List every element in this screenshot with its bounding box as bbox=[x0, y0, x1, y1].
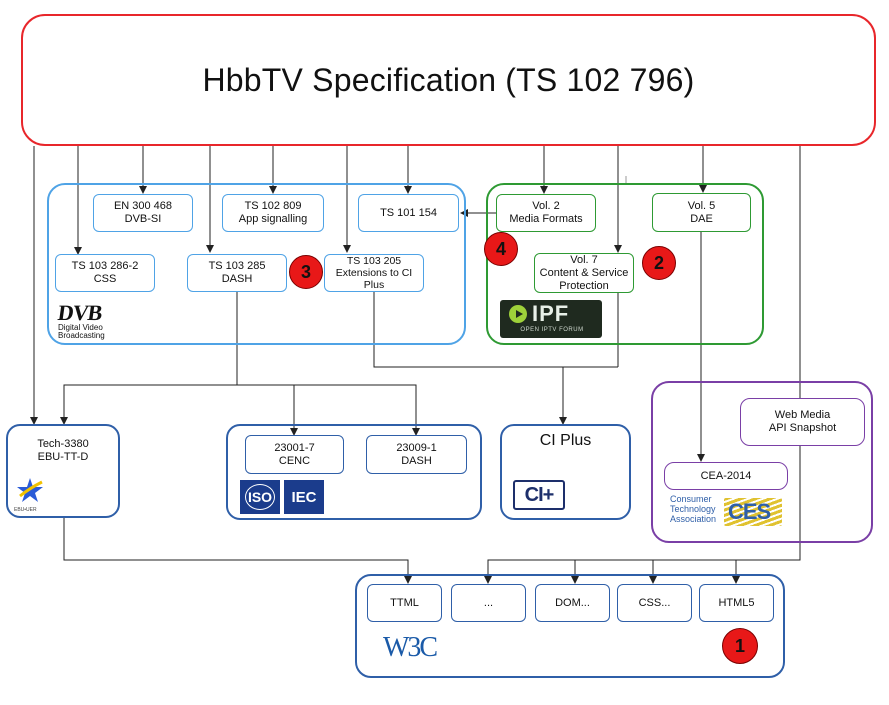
hbbtv-spec-box: HbbTV Specification (TS 102 796) bbox=[21, 14, 876, 146]
dvb-logo: DVB Digital Video Broadcasting bbox=[56, 300, 118, 342]
ts-102-809-box: TS 102 809 App signalling bbox=[222, 194, 324, 232]
cta-logo-ces: CES bbox=[728, 499, 771, 524]
iso-iec-group bbox=[226, 424, 482, 520]
badge-3: 3 bbox=[289, 255, 323, 289]
dvb-logo-line1: Digital Video bbox=[58, 323, 103, 332]
dvb-logo-line2: Broadcasting bbox=[58, 331, 105, 340]
cta-logo-line3: Association bbox=[670, 514, 717, 524]
ebu-group bbox=[6, 424, 120, 518]
ts-103-286-box: TS 103 286-2 CSS bbox=[55, 254, 155, 292]
oipf-logo-sub: OPEN IPTV FORUM bbox=[520, 327, 584, 333]
hbbtv-spec-title: HbbTV Specification (TS 102 796) bbox=[202, 61, 695, 98]
cta-logo-line1: Consumer bbox=[670, 494, 712, 504]
ci-plus-group bbox=[500, 424, 631, 520]
ebu-tech-3380-label: Tech-3380 EBU-TT-D bbox=[37, 438, 89, 463]
oipf-group bbox=[486, 183, 764, 345]
ts-101-154-box: TS 101 154 bbox=[358, 194, 459, 232]
oipf-logo: IPF OPEN IPTV FORUM bbox=[500, 300, 602, 338]
cta-group bbox=[651, 381, 873, 543]
web-media-api-box: Web Media API Snapshot bbox=[740, 398, 865, 446]
badge-4: 4 bbox=[484, 232, 518, 266]
w3c-dom-box: DOM... bbox=[535, 584, 610, 622]
ci-plus-title: CI Plus bbox=[539, 432, 592, 449]
iec-logo-text: IEC bbox=[291, 488, 317, 506]
w3c-ttml-box: TTML bbox=[367, 584, 442, 622]
w3c-logo-text: W3C bbox=[383, 632, 438, 663]
badge-2: 2 bbox=[642, 246, 676, 280]
w3c-logo: W3C bbox=[383, 632, 438, 664]
en-300-468-box: EN 300 468 DVB-SI bbox=[93, 194, 193, 232]
iso-23009-1-box: 23009-1 DASH bbox=[366, 435, 467, 474]
w3c-group bbox=[355, 574, 785, 678]
iso-23001-7-box: 23001-7 CENC bbox=[245, 435, 344, 474]
w3c-html5-box: HTML5 bbox=[699, 584, 774, 622]
cta-logo: Consumer Technology Association CES bbox=[668, 494, 788, 530]
iso-logo-text: ISO bbox=[244, 484, 276, 510]
oipf-vol7-box: Vol. 7 Content & Service Protection bbox=[534, 253, 634, 293]
w3c-dots-box: ... bbox=[451, 584, 526, 622]
badge-1: 1 bbox=[722, 628, 758, 664]
oipf-vol2-box: Vol. 2 Media Formats bbox=[496, 194, 596, 232]
ebu-logo: EBU•UER bbox=[14, 476, 54, 514]
ts-103-205-box: TS 103 205 Extensions to CI Plus bbox=[324, 254, 424, 292]
oipf-vol5-box: Vol. 5 DAE bbox=[652, 193, 751, 232]
iso-logo: ISO bbox=[240, 480, 280, 514]
ci-plus-logo-text: CI+ bbox=[524, 483, 555, 506]
iec-logo: IEC bbox=[284, 480, 324, 514]
ebu-logo-text: EBU•UER bbox=[14, 507, 37, 513]
dvb-logo-mark: DVB bbox=[56, 300, 104, 325]
cea-2014-box: CEA-2014 bbox=[664, 462, 788, 490]
oipf-logo-mark: IPF bbox=[532, 301, 570, 326]
ebu-star-icon bbox=[17, 478, 43, 502]
ci-plus-logo: CI+ bbox=[513, 480, 565, 510]
dvb-group bbox=[47, 183, 466, 345]
ts-103-285-box: TS 103 285 DASH bbox=[187, 254, 287, 292]
w3c-css-box: CSS... bbox=[617, 584, 692, 622]
cta-logo-line2: Technology bbox=[670, 504, 716, 514]
